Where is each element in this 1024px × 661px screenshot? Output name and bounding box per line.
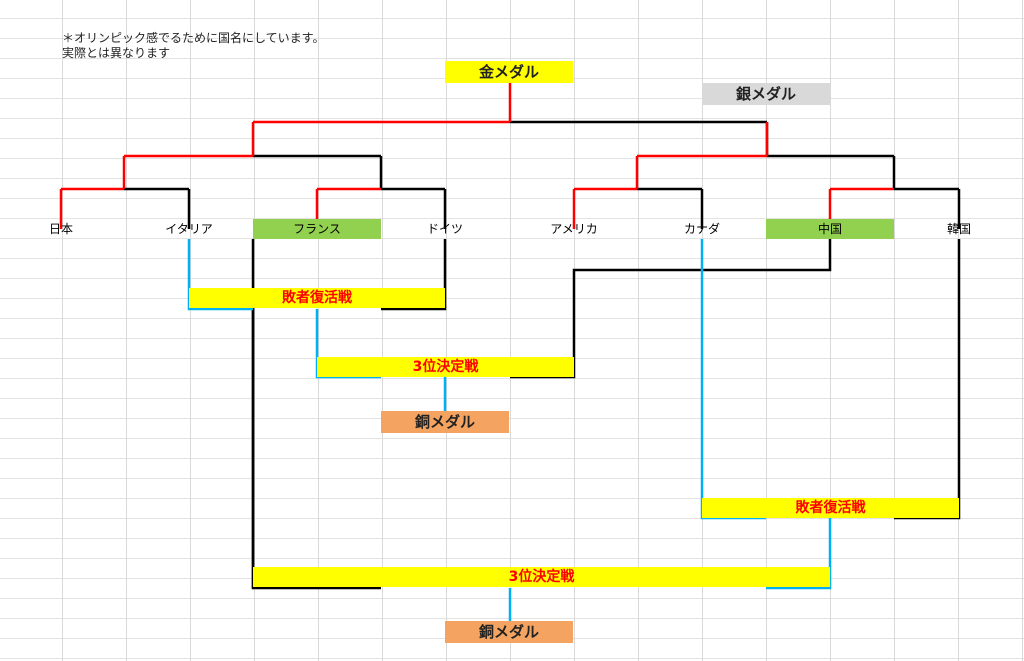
team-canada: カナダ: [683, 222, 720, 236]
note-line-2: 実際とは異なります: [62, 46, 171, 60]
repechage-left: 敗者復活戦: [189, 288, 445, 308]
bronze-medal-bottom: 銅メダル: [445, 621, 573, 643]
bracket-blue-lines: [187, 239, 832, 622]
team-france: フランス: [253, 219, 381, 239]
third-place-left: 3位決定戦: [317, 357, 574, 377]
note-line-1: ＊オリンピック感でるために国名にしています。: [62, 31, 325, 45]
team-usa: アメリカ: [550, 222, 598, 236]
bronze-medal-left: 銅メダル: [381, 411, 509, 433]
team-korea: 韓国: [946, 222, 971, 236]
repechage-right: 敗者復活戦: [702, 498, 959, 518]
bracket-red-lines: [59, 82, 894, 229]
team-japan: 日本: [48, 222, 73, 236]
third-place-bottom: 3位決定戦: [253, 567, 830, 587]
silver-medal-label: 銀メダル: [702, 83, 830, 105]
gold-medal-label: 金メダル: [445, 61, 573, 83]
team-germany: ドイツ: [426, 222, 463, 236]
bracket-black-lines: [124, 120, 961, 590]
team-italy: イタリア: [165, 222, 213, 236]
team-china: 中国: [766, 219, 894, 239]
